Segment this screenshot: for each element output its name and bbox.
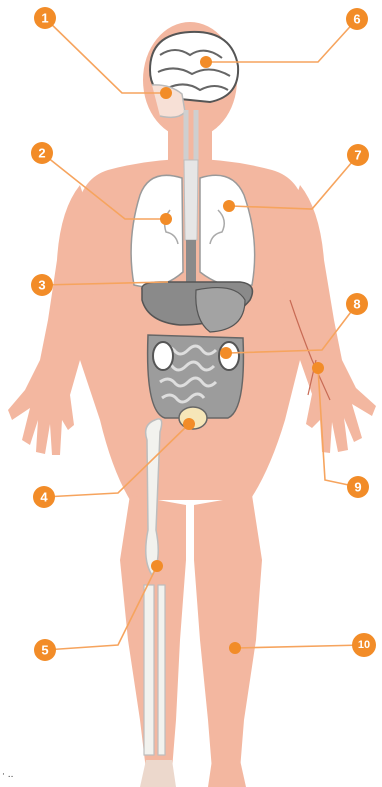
marker-4: 4	[33, 486, 55, 508]
svg-text:9: 9	[354, 480, 361, 495]
marker-8: 8	[346, 293, 368, 315]
marker-10: 10	[352, 633, 376, 657]
marker-2: 2	[31, 142, 53, 164]
svg-text:7: 7	[354, 148, 361, 163]
marker-3: 3	[31, 274, 53, 296]
svg-text:10: 10	[358, 639, 370, 651]
svg-text:3: 3	[38, 278, 45, 293]
svg-text:2: 2	[38, 146, 45, 161]
marker-9: 9	[347, 476, 369, 498]
marker-1: 1	[34, 7, 56, 29]
esophagus	[186, 240, 196, 285]
marker-5: 5	[34, 639, 56, 661]
svg-text:6: 6	[353, 12, 360, 27]
footer-text: · ..	[2, 770, 148, 780]
marker-7: 7	[347, 144, 369, 166]
svg-text:5: 5	[41, 643, 48, 658]
right-foot	[208, 760, 246, 787]
marker-6: 6	[346, 8, 368, 30]
svg-text:1: 1	[41, 11, 48, 26]
svg-text:8: 8	[353, 297, 360, 312]
right-leg	[194, 495, 262, 770]
svg-text:4: 4	[40, 490, 48, 505]
